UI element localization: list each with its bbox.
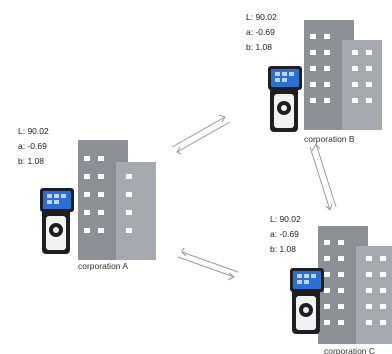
a-value: a: -0.69 [246, 27, 275, 37]
node-corporation-b: L: 90.02 a: -0.69 b: 1.08 corporation B [246, 10, 392, 185]
l-value: L: 90.02 [18, 126, 49, 136]
office-building-icon [304, 20, 382, 130]
corporation-name: corporation A [78, 261, 129, 271]
lab-readings: L: 90.02 a: -0.69 b: 1.08 [270, 212, 301, 257]
colorimeter-device-icon [290, 268, 324, 334]
bidirectional-arrow-icon-a-b [171, 114, 231, 155]
colorimeter-device-icon [40, 188, 74, 254]
bidirectional-arrow-icon-b-c [309, 143, 337, 211]
lab-readings: L: 90.02 a: -0.69 b: 1.08 [18, 124, 49, 169]
b-value: b: 1.08 [18, 156, 44, 166]
l-value: L: 90.02 [270, 214, 301, 224]
node-corporation-a: L: 90.02 a: -0.69 b: 1.08 corporation A [18, 124, 168, 299]
office-building-icon [318, 226, 392, 344]
lab-readings: L: 90.02 a: -0.69 b: 1.08 [246, 10, 277, 55]
a-value: a: -0.69 [270, 229, 299, 239]
a-value: a: -0.69 [18, 141, 47, 151]
bidirectional-arrow-icon-a-c [177, 247, 239, 281]
l-value: L: 90.02 [246, 12, 277, 22]
colorimeter-device-icon [268, 66, 302, 132]
b-value: b: 1.08 [246, 42, 272, 52]
node-corporation-c: L: 90.02 a: -0.69 b: 1.08 corporation C [270, 212, 392, 354]
corporation-name: corporation C [324, 346, 376, 354]
office-building-icon [78, 140, 156, 260]
corporation-name: corporation B [304, 134, 355, 144]
b-value: b: 1.08 [270, 244, 296, 254]
